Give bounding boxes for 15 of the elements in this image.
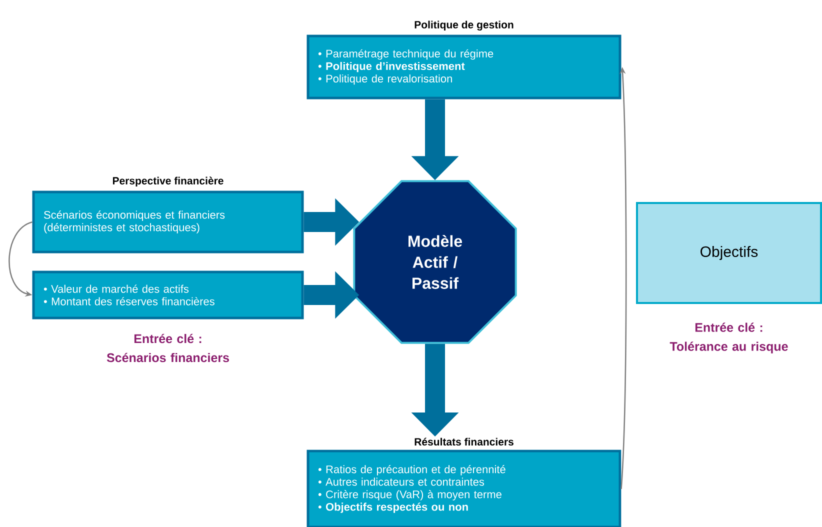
- key-input-note: Entrée clé : Scénarios financiers: [106, 334, 229, 362]
- objective-box: Objectifs: [636, 202, 822, 304]
- box-heading: Politique de gestion: [414, 20, 514, 31]
- box-heading: Résultats financiers: [414, 438, 514, 446]
- model-octagon: Modèle Actif / Passif: [353, 180, 517, 344]
- node-label: • Autres indicateurs et contraintes: [318, 478, 484, 486]
- node-label: • Objectifs respectés ou non: [318, 502, 468, 513]
- input-box: Scénarios économiques et financiers (déterministes et stochastiques): [32, 190, 304, 254]
- input-box: • Paramétrage technique du régime • Politique d’investissement • Politique de revalorisation: [306, 34, 622, 100]
- input-box: • Ratios de précaution et de pérennité • Autres indicateurs et contraintes • Critère risque (VaR) à moyen terme • Objectifs respectés ou non: [306, 450, 622, 527]
- input-box: • Valeur de marché des actifs • Montant des réserves financières: [32, 270, 304, 320]
- key-input-note: Entrée clé : Tolérance au risque: [670, 322, 788, 354]
- node-label: • Ratios de précaution et de pérennité: [318, 465, 506, 476]
- box-heading: Perspective financière: [112, 176, 224, 187]
- node-label: • Critère risque (VaR) à moyen terme: [318, 490, 502, 500]
